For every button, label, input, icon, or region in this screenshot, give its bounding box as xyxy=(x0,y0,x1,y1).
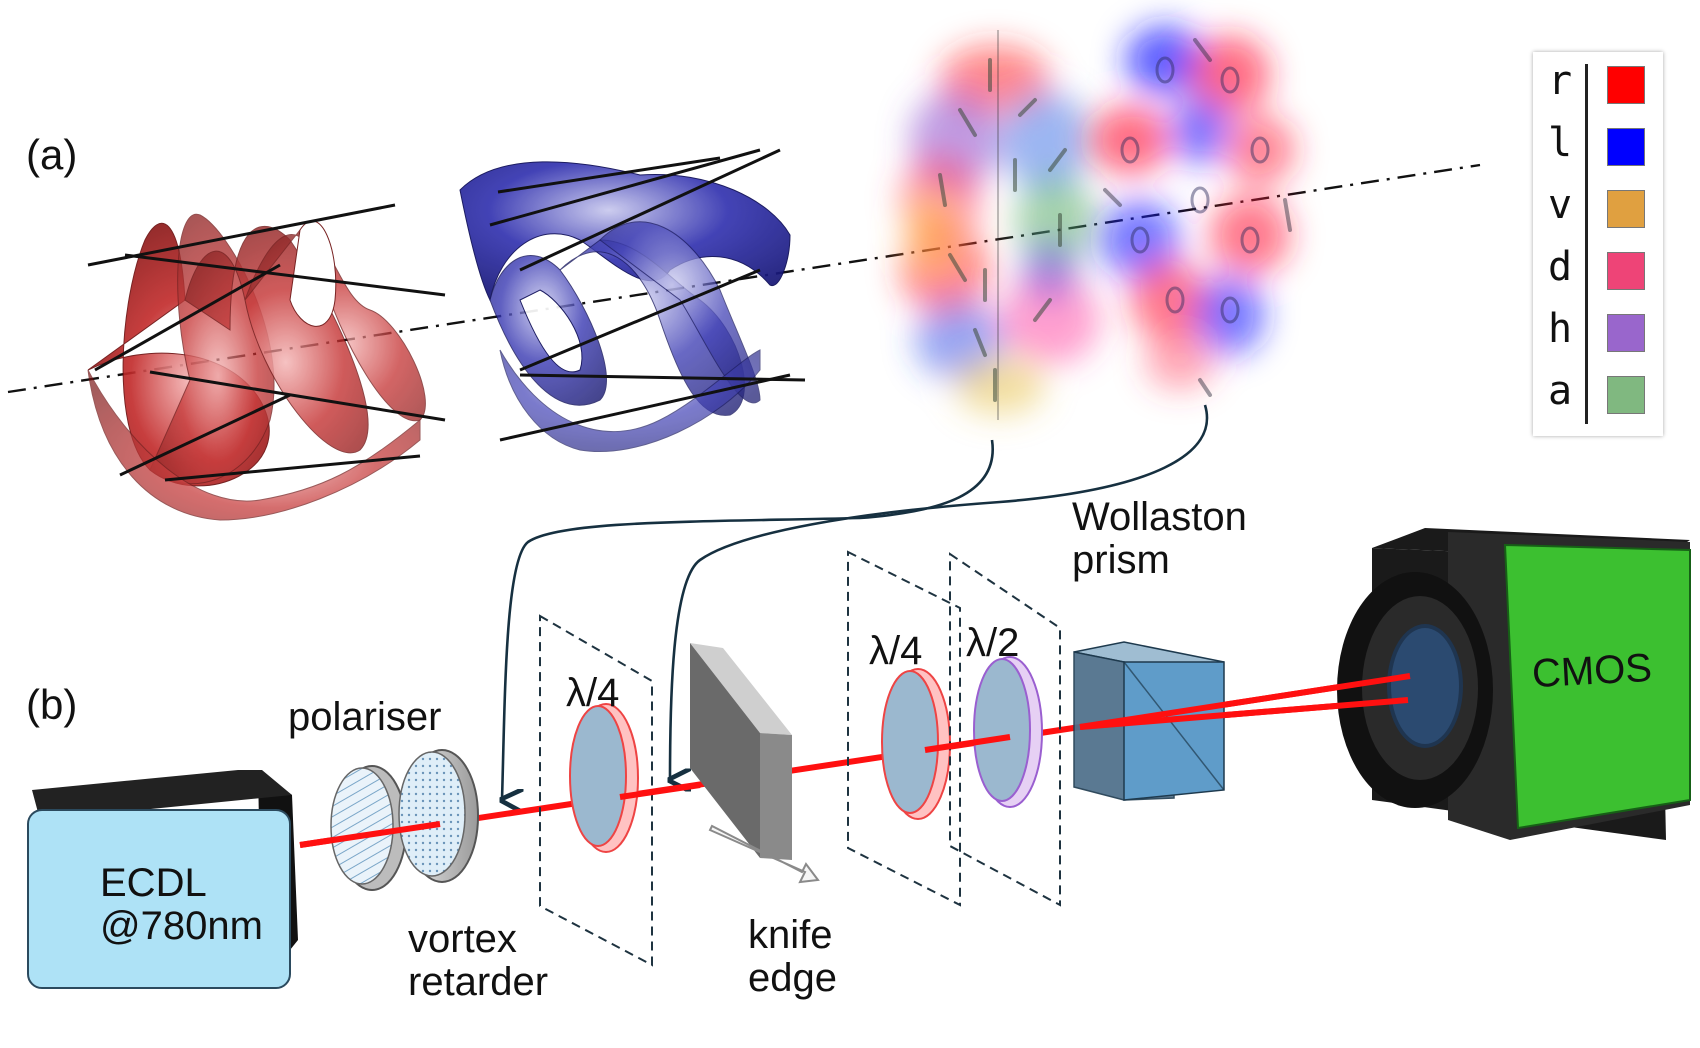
legend-swatch-r xyxy=(1607,66,1645,104)
legend-key: l xyxy=(1547,120,1573,166)
legend-row-a: a xyxy=(1533,364,1663,428)
beam-highlights xyxy=(299,673,1411,848)
knife-edge-arrow xyxy=(708,824,820,884)
legend-key: r xyxy=(1547,58,1573,104)
legend-row-v: v xyxy=(1533,178,1663,242)
legend-key: a xyxy=(1547,368,1573,414)
legend-key: h xyxy=(1547,306,1573,352)
knife-edge-label: knife edge xyxy=(748,913,837,1001)
legend-swatch-v xyxy=(1607,190,1645,228)
legend-swatch-h xyxy=(1607,314,1645,352)
polarisation-pattern-1 xyxy=(900,30,1100,420)
panel-label-a: (a) xyxy=(26,131,78,178)
vortex-retarder-element xyxy=(398,749,479,883)
legend-row-r: r xyxy=(1533,54,1663,118)
legend-row-h: h xyxy=(1533,302,1663,366)
blue-helical-wavefront xyxy=(459,148,806,452)
ecdl-laser xyxy=(27,770,298,989)
hwp-label: λ/2 xyxy=(966,621,1020,665)
knife-edge-element xyxy=(690,643,792,860)
legend-row-d: d xyxy=(1533,240,1663,304)
polarisation-pattern-2 xyxy=(1090,25,1295,397)
qwp-1-plane xyxy=(539,614,653,967)
legend-key: d xyxy=(1547,244,1573,290)
qwp-2-plane xyxy=(847,550,961,907)
legend-row-l: l xyxy=(1533,116,1663,180)
qwp-2-label: λ/4 xyxy=(869,629,923,673)
polariser-label: polariser xyxy=(288,695,442,739)
panel-label-b: (b) xyxy=(26,681,78,728)
cmos-label: CMOS xyxy=(1530,645,1654,697)
legend-key: v xyxy=(1547,182,1573,228)
cmos-camera xyxy=(1337,528,1691,840)
polarisation-legend: r l v d h a xyxy=(1533,52,1663,436)
qwp-1-label: λ/4 xyxy=(566,671,620,715)
vortex-retarder-label: vortex retarder xyxy=(408,917,549,1005)
legend-divider xyxy=(1585,64,1588,424)
mapping-arrows xyxy=(502,404,1209,800)
hwp xyxy=(973,656,1043,808)
legend-swatch-d xyxy=(1607,252,1645,290)
legend-swatch-l xyxy=(1607,128,1645,166)
ecdl-label: ECDL @780nm xyxy=(100,861,263,949)
polariser-element xyxy=(330,765,407,891)
legend-swatch-a xyxy=(1607,376,1645,414)
red-helical-wavefront xyxy=(87,203,446,521)
qwp-2 xyxy=(881,668,951,820)
qwp-1 xyxy=(569,703,639,853)
wollaston-label: Wollaston prism xyxy=(1072,495,1247,583)
